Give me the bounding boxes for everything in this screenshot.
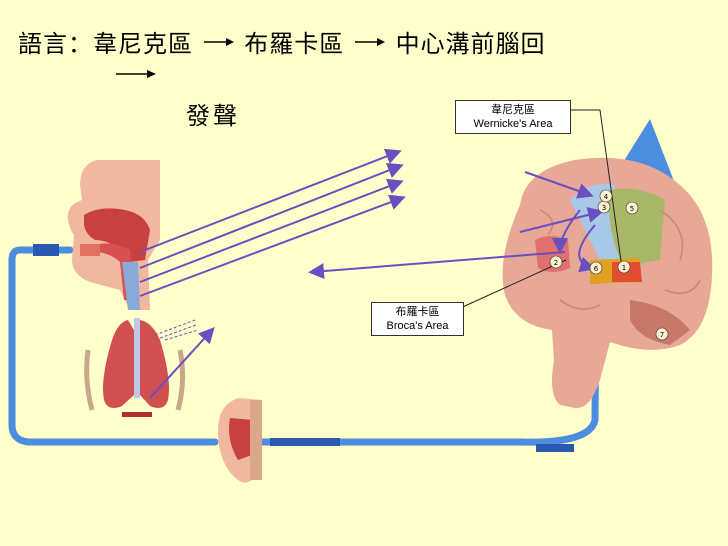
region-marker-3: 3 bbox=[597, 200, 611, 214]
pathway-arrows bbox=[139, 148, 604, 399]
title-step-precentral-gyrus: 中心溝前腦回 bbox=[395, 30, 546, 58]
title-step-vocalization: 發聲 bbox=[186, 102, 240, 130]
region-number-2: 2 bbox=[554, 259, 558, 267]
region-number-1: 1 bbox=[622, 264, 626, 272]
region-number-4: 4 bbox=[604, 193, 609, 201]
wernicke-label-zh: 韋尼克區 bbox=[491, 104, 535, 116]
region-number-markers: 1 2 3 4 5 6 7 bbox=[549, 189, 669, 341]
speech-label-tag bbox=[33, 244, 59, 256]
region-marker-5: 5 bbox=[625, 201, 639, 215]
arrow-right-icon bbox=[203, 37, 234, 46]
region-number-5: 5 bbox=[630, 205, 634, 213]
arrow-right-icon bbox=[354, 37, 385, 46]
region-marker-4: 4 bbox=[599, 189, 613, 203]
leader-lines bbox=[455, 109, 623, 311]
arrow-right-icon bbox=[116, 70, 156, 78]
wernicke-label-en: Wernicke's Area bbox=[473, 118, 553, 130]
title-sequence: 語言：韋尼克區 布羅卡區 中心溝前腦回 bbox=[18, 24, 546, 59]
title-step-broca: 布羅卡區 bbox=[244, 30, 345, 58]
wernicke-area-callout: 韋尼克區 Wernicke's Area bbox=[455, 100, 571, 134]
ear-illustration bbox=[218, 398, 262, 483]
head-illustration bbox=[67, 160, 160, 310]
region-number-6: 6 bbox=[594, 265, 599, 273]
title-prefix: 語言： bbox=[18, 30, 93, 58]
region-marker-2: 2 bbox=[549, 255, 563, 269]
broca-label-zh: 布羅卡區 bbox=[395, 306, 440, 318]
region-number-7: 7 bbox=[660, 331, 664, 339]
brain-illustration bbox=[502, 157, 713, 409]
region-marker-6: 6 bbox=[589, 261, 603, 275]
title-step-wernicke: 韋尼克區 bbox=[93, 30, 193, 58]
region-number-3: 3 bbox=[602, 204, 606, 212]
auditory-tag bbox=[536, 444, 574, 452]
broca-area-callout: 布羅卡區 Broca's Area bbox=[371, 302, 464, 336]
ear-signal-tag bbox=[270, 438, 340, 446]
lung-fan-lines bbox=[154, 319, 199, 341]
broca-label-en: Broca's Area bbox=[386, 320, 449, 332]
region-marker-7: 7 bbox=[655, 327, 669, 341]
region-marker-1: 1 bbox=[617, 260, 631, 274]
lungs-illustration bbox=[84, 318, 186, 417]
